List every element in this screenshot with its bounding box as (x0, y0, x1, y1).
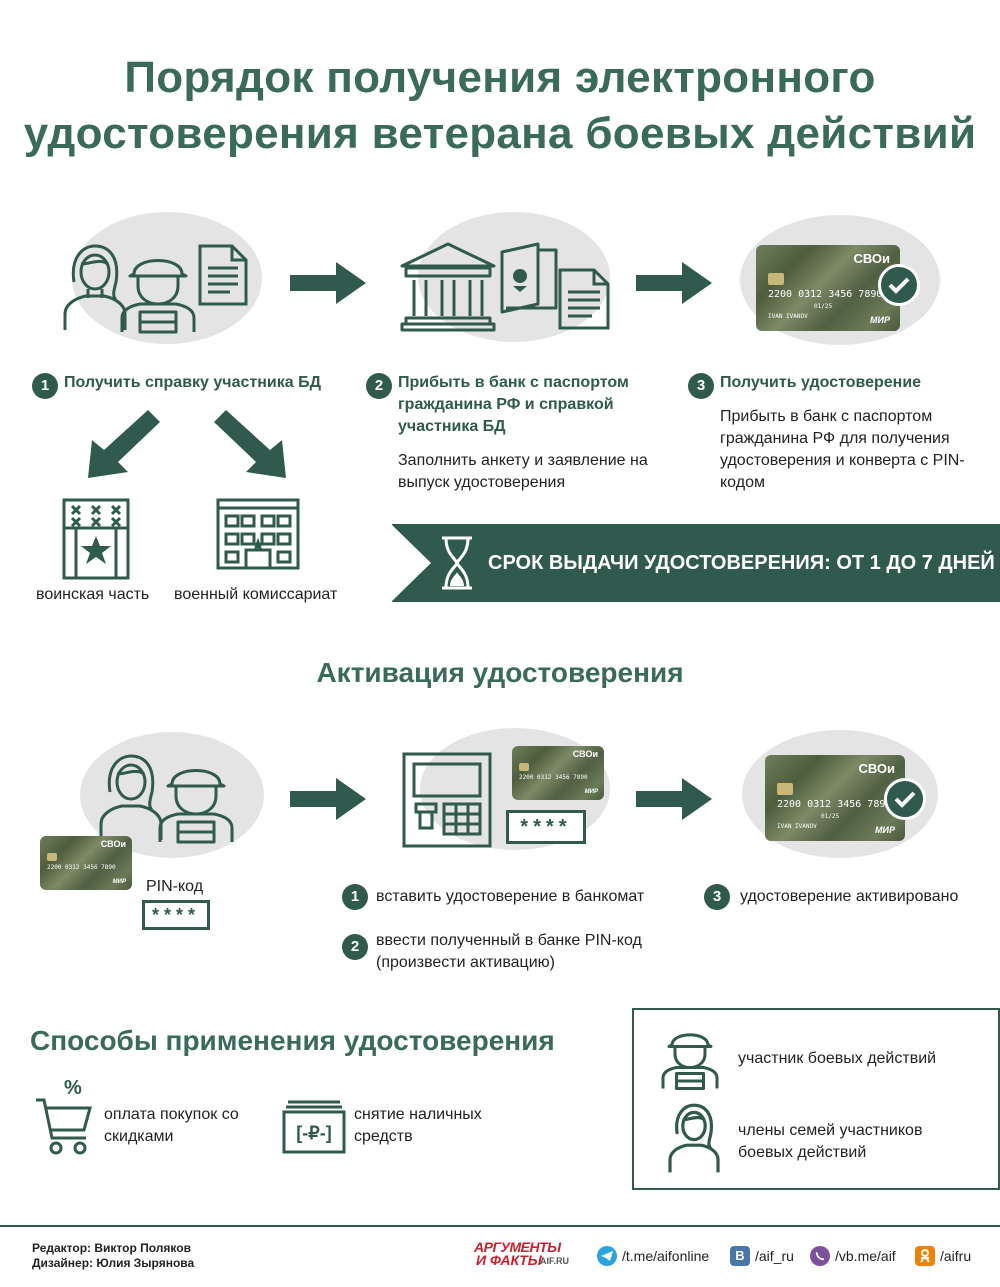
telegram-link[interactable]: /t.me/aifonline (622, 1248, 710, 1264)
checkmark-icon (884, 778, 926, 820)
card-holder: IVAN IVANOV (768, 313, 808, 320)
activation-step-1-text: вставить удостоверение в банкомат (376, 888, 645, 905)
card-number: 2200 0312 3456 7890 (519, 774, 588, 781)
soldier-icon (158, 769, 234, 844)
step-3-number: 3 (688, 373, 714, 399)
viber-icon[interactable] (810, 1246, 830, 1266)
arrow-right-icon (636, 778, 712, 820)
card-number: 2200 0312 3456 7890 (777, 799, 892, 810)
card-brand: СВОи (572, 749, 598, 759)
bank-building-icon (400, 242, 496, 332)
holder-participant-text: участник боевых действий (738, 1050, 937, 1067)
activation-step-3-number: 3 (704, 884, 730, 910)
pin-label: PIN-код (146, 878, 204, 895)
holders-legend-box (632, 1008, 1000, 1190)
veteran-card: СВОи 2200 0312 3456 7890 01/25 IVAN IVAN… (765, 755, 905, 841)
card-network: МИР (584, 789, 598, 795)
viber-link[interactable]: /vb.me/aif (835, 1248, 896, 1264)
aif-logo-bottom: И ФАКТЫ (476, 1252, 542, 1268)
step-2-text: Заполнить анкету и заявление на выпуск у… (398, 452, 648, 491)
svg-text:[-₽-]: [-₽-] (296, 1123, 331, 1143)
activation-step-1-number: 1 (342, 884, 368, 910)
card-chip (519, 763, 529, 771)
card-holder: IVAN IVANOV (777, 823, 817, 830)
document-icon (558, 268, 610, 330)
document-icon (198, 244, 248, 306)
card-brand: СВОи (858, 761, 895, 776)
woman-icon (63, 244, 127, 330)
card-number: 2200 0312 3456 7890 (47, 864, 116, 871)
vk-icon[interactable]: В (730, 1246, 750, 1266)
woman-icon (668, 1103, 720, 1173)
editor-credit: Редактор: Виктор Поляков (32, 1241, 191, 1255)
veteran-card: СВОи 2200 0312 3456 7890 01/25 IVAN IVAN… (756, 245, 900, 331)
card-brand: СВОи (100, 839, 126, 849)
card-brand: СВОи (853, 251, 890, 266)
woman-icon (99, 754, 163, 840)
card-network: МИР (112, 879, 126, 885)
title-line-2: удостоверения ветерана боевых действий (23, 109, 977, 158)
pin-input-display: **** (142, 900, 210, 930)
activation-step-2-number: 2 (342, 934, 368, 960)
aif-logo[interactable]: АРГУМЕНТЫ И ФАКТЫ AIF.RU (474, 1240, 584, 1270)
step-2-title: Прибыть в банк с паспортом гражданина РФ… (398, 374, 629, 435)
atm-icon (402, 752, 492, 848)
soldier-icon (120, 259, 196, 334)
card-expiry: 01/25 (814, 303, 833, 310)
card-number: 2200 0312 3456 7890 (768, 289, 883, 300)
card-chip (777, 783, 793, 795)
odnoklassniki-icon[interactable] (915, 1246, 935, 1266)
hourglass-icon (442, 536, 472, 590)
step-2-number: 2 (366, 373, 392, 399)
usage-heading: Способы применения удостоверения (30, 1025, 555, 1056)
arrow-down-left-icon (88, 410, 160, 478)
issue-time-banner (391, 524, 1000, 602)
place-military-unit-label: воинская часть (36, 586, 150, 603)
military-unit-icon (62, 498, 130, 580)
cash-ruble-icon: [-₽-] (282, 1100, 346, 1154)
vk-link[interactable]: /aif_ru (755, 1248, 794, 1264)
step-1-number: 1 (32, 373, 58, 399)
activation-step-3-text: удостоверение активировано (740, 888, 959, 905)
page-title: Порядок получения электронного удостовер… (0, 50, 1000, 162)
step-3-title: Получить удостоверение (720, 374, 922, 391)
step-1-title: Получить справку участника БД (64, 374, 321, 391)
card-chip (768, 273, 784, 285)
usage-item-cash-text: снятие наличных средств (354, 1106, 482, 1145)
issue-time-text: СРОК ВЫДАЧИ УДОСТОВЕРЕНИЯ: ОТ 1 ДО 7 ДНЕ… (488, 552, 995, 574)
card-network: МИР (870, 315, 890, 325)
place-commissariat-label: военный комиссариат (174, 586, 338, 603)
card-network: МИР (875, 825, 895, 835)
arrow-right-icon (636, 262, 712, 304)
checkmark-icon (878, 264, 920, 306)
odnoklassniki-link[interactable]: /aifru (940, 1248, 972, 1264)
title-line-1: Порядок получения электронного (124, 53, 876, 102)
designer-credit: Дизайнер: Юлия Зырянова (32, 1256, 195, 1270)
soldier-icon (661, 1033, 719, 1090)
footer-divider (0, 1225, 1000, 1227)
arrow-right-icon (290, 262, 366, 304)
atm-pin-display: **** (506, 810, 586, 844)
shopping-cart-percent-icon: % (36, 1077, 92, 1155)
commissariat-building-icon (216, 498, 300, 570)
veteran-card: СВОи 2200 0312 3456 7890 МИР (512, 746, 604, 800)
activation-heading: Активация удостоверения (316, 657, 684, 688)
aif-logo-site: AIF.RU (540, 1256, 569, 1266)
activation-step-2-text: ввести полученный в банке PIN-код (произ… (376, 932, 642, 971)
card-chip (47, 853, 57, 861)
holder-family-text: члены семей участников боевых действий (738, 1122, 923, 1161)
arrow-down-right-icon (214, 410, 286, 478)
arrow-right-icon (290, 778, 366, 820)
aif-logo-top: АРГУМЕНТЫ (474, 1239, 561, 1255)
svg-text:%: % (64, 1077, 82, 1099)
usage-item-discount-text: оплата покупок со скидками (104, 1106, 239, 1145)
telegram-icon[interactable] (597, 1246, 617, 1266)
veteran-card: СВОи 2200 0312 3456 7890 МИР (40, 836, 132, 890)
card-expiry: 01/25 (821, 813, 840, 820)
credits: Редактор: Виктор Поляков Дизайнер: Юлия … (32, 1241, 194, 1271)
step-3-text: Прибыть в банк с паспортом гражданина РФ… (720, 408, 965, 491)
passport-icon (500, 242, 558, 314)
